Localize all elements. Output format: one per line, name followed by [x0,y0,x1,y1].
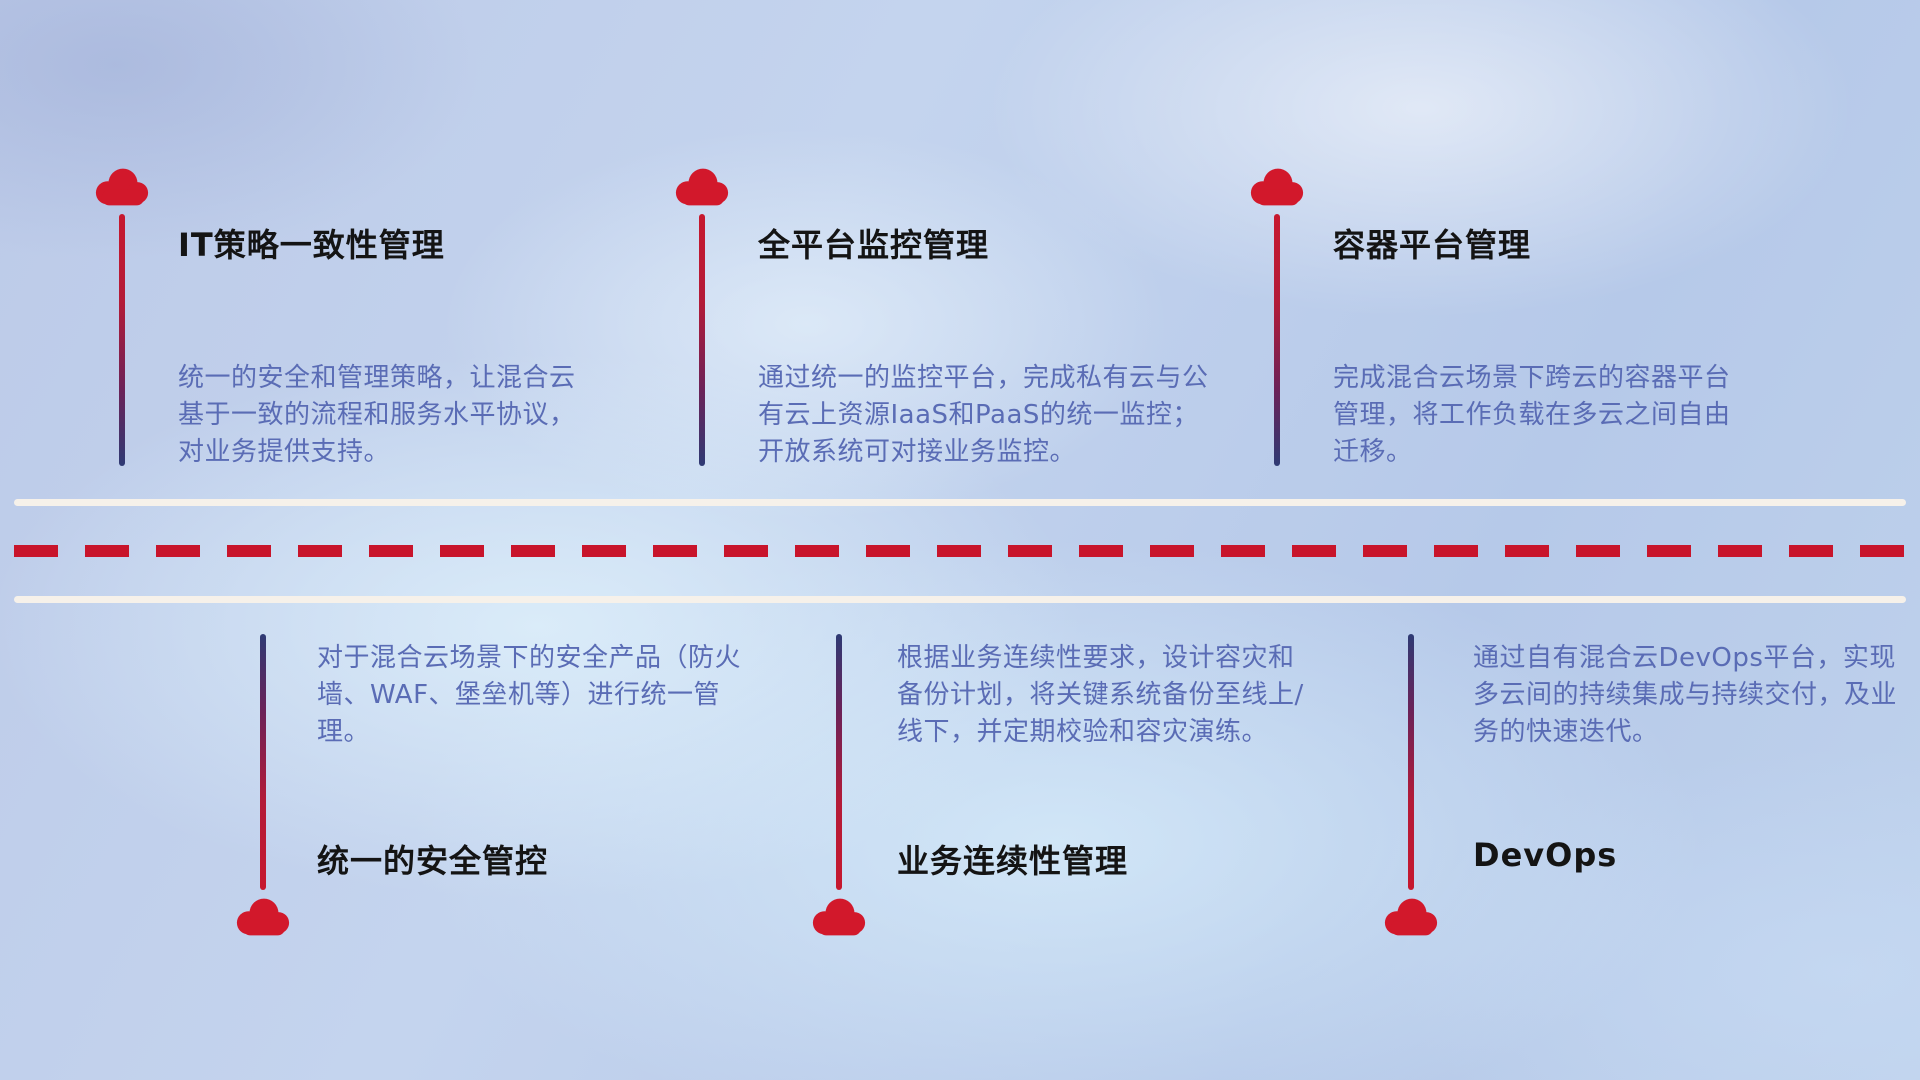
feature-title: 容器平台管理 [1333,226,1532,264]
road-line-top [14,499,1906,506]
cloud-icon [93,166,151,208]
cloud-icon [1248,166,1306,208]
timeline-stem [836,634,842,890]
feature-title: 全平台监控管理 [758,226,990,264]
road-divider-dashed [14,545,1906,557]
road-line-bottom [14,596,1906,603]
feature-description: 通过自有混合云DevOps平台，实现多云间的持续集成与持续交付，及业务的快速迭代… [1473,643,1898,747]
feature-description: 通过统一的监控平台，完成私有云与公有云上资源IaaS和PaaS的统一监控；开放系… [758,363,1209,467]
timeline-stem [1274,214,1280,466]
feature-title: 统一的安全管控 [317,842,549,880]
feature-title: 业务连续性管理 [897,842,1129,880]
feature-title: IT策略一致性管理 [178,226,445,264]
feature-description: 对于混合云场景下的安全产品（防火墙、WAF、堡垒机等）进行统一管理。 [317,643,742,747]
feature-description: 完成混合云场景下跨云的容器平台管理，将工作负载在多云之间自由迁移。 [1333,363,1731,467]
cloud-icon [673,166,731,208]
timeline-stem [699,214,705,466]
cloud-icon [234,896,292,938]
feature-title: DevOps [1473,836,1618,874]
timeline-stem [260,634,266,890]
feature-description: 统一的安全和管理策略，让混合云基于一致的流程和服务水平协议，对业务提供支持。 [178,363,576,467]
cloud-icon [1382,896,1440,938]
cloud-icon [810,896,868,938]
timeline-stem [1408,634,1414,890]
feature-description: 根据业务连续性要求，设计容灾和备份计划，将关键系统备份至线上/线下，并定期校验和… [897,643,1304,747]
timeline-stem [119,214,125,466]
